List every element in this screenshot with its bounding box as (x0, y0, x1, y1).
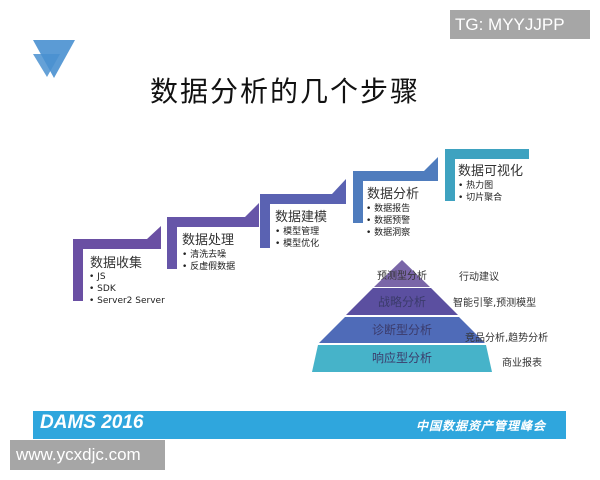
step-arrow-icon (332, 179, 346, 194)
step-item: • Server2 Server (89, 296, 165, 306)
step-bar (353, 171, 438, 181)
pyramid-side-label: 竞品分析,趋势分析 (465, 333, 549, 344)
step-item: • SDK (89, 284, 116, 294)
banner-event-name: DAMS 2016 (40, 412, 144, 433)
pyramid-shape (312, 260, 492, 372)
pyramid-side-label: 商业报表 (502, 358, 542, 369)
step-item: • 数据预警 (366, 216, 411, 226)
pyramid-side-label: 智能引擎,预测模型 (453, 298, 537, 309)
pyramid-level-diagnostic: 诊断型分析 (371, 323, 432, 337)
blue-triangles-logo-icon (33, 40, 75, 78)
step-arrow-icon (245, 203, 259, 217)
step-bar (445, 149, 529, 159)
step-item: • 切片聚合 (458, 193, 503, 203)
step-item: • 反虚假数据 (182, 262, 236, 272)
pyramid-level-predictive: 预测型分析 (377, 271, 427, 282)
step-bar (260, 194, 346, 204)
step-item: • 热力图 (458, 181, 494, 191)
banner-event-title: 中国数据资产管理峰会 (416, 419, 547, 433)
watermark-top: TG: MYYJJPP (450, 10, 590, 39)
step-item: • JS (89, 272, 106, 282)
pyramid-level-responsive: 响应型分析 (371, 351, 432, 365)
step-bar (167, 217, 259, 227)
step-item: • 数据报告 (366, 204, 411, 214)
watermark-bottom: www.ycxdjc.com (10, 440, 165, 470)
step-item: • 数据洞察 (366, 228, 411, 238)
step-post (167, 217, 177, 269)
step-title: 数据可视化 (458, 164, 524, 179)
pyramid-side-label: 行动建议 (459, 272, 499, 283)
step-title: 数据收集 (90, 256, 143, 271)
step-title: 数据建模 (275, 210, 328, 225)
pyramid-level-strategic: 战略分析 (377, 295, 426, 309)
step-post (260, 194, 270, 248)
step-post (353, 171, 363, 223)
step-post (73, 239, 83, 301)
step-item: • 模型优化 (275, 239, 320, 249)
step-title: 数据处理 (182, 233, 235, 248)
step-post (445, 149, 455, 201)
footer-banner (33, 411, 566, 439)
page-title: 数据分析的几个步骤 (150, 75, 421, 108)
step-item: • 模型管理 (275, 227, 320, 237)
step-arrow-icon (424, 157, 438, 171)
step-item: • 清洗去噪 (182, 250, 227, 260)
step-title: 数据分析 (367, 187, 420, 202)
step-arrow-icon (147, 226, 161, 239)
step-bar (73, 239, 161, 249)
